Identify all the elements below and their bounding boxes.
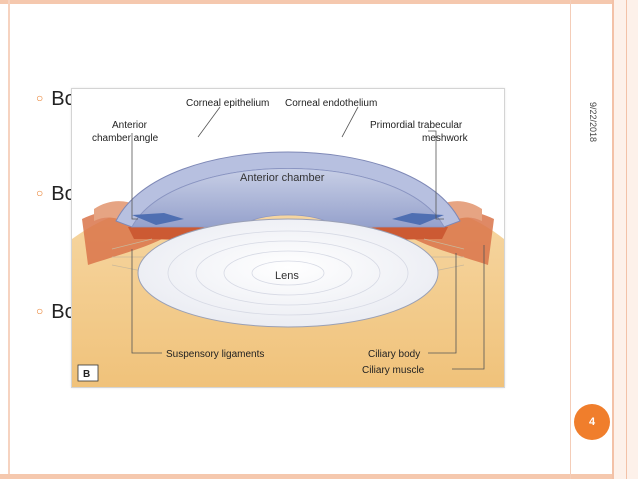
label-corneal-endothelium: Corneal endothelium bbox=[285, 98, 377, 109]
right-guide-line bbox=[570, 0, 571, 479]
label-ciliary-body: Ciliary body bbox=[368, 349, 420, 360]
label-lens: Lens bbox=[275, 270, 299, 282]
right-decor-line-inner bbox=[626, 0, 627, 479]
bullet-marker-icon: ○ bbox=[36, 186, 44, 200]
bullet-text: Bo bbox=[51, 301, 76, 323]
label-suspensory-ligaments: Suspensory ligaments bbox=[166, 349, 264, 360]
label-corneal-epithelium: Corneal epithelium bbox=[186, 98, 269, 109]
lens-rings bbox=[167, 230, 409, 316]
trabecular-meshwork-right bbox=[392, 213, 444, 225]
top-border bbox=[0, 0, 638, 4]
right-decor-line bbox=[612, 0, 614, 479]
label-ciliary-muscle: Ciliary muscle bbox=[362, 365, 425, 376]
bullet-item: ○ Bo bbox=[36, 184, 76, 206]
label-anterior-chamber-angle: Anterior bbox=[112, 120, 148, 131]
slide-date: 9/22/2018 bbox=[587, 102, 599, 163]
label-trabecular-meshwork: Primordial trabecular bbox=[370, 120, 463, 131]
bullet-text: Bo bbox=[51, 183, 76, 205]
bullet-item: ○ Bo bbox=[36, 89, 76, 111]
panel-letter-box bbox=[77, 364, 99, 382]
slide-date-text: 9/22/2018 bbox=[588, 102, 598, 143]
label-leader-lines bbox=[131, 106, 485, 370]
bullet-item: ○ Bo bbox=[36, 302, 76, 324]
panel-letter: B bbox=[83, 369, 90, 380]
bottom-border bbox=[0, 474, 638, 479]
label-trabecular-meshwork-line2: meshwork bbox=[422, 133, 469, 144]
bullet-text: Bo bbox=[51, 88, 76, 110]
trabecular-meshwork-left bbox=[132, 213, 184, 225]
bullet-marker-icon: ○ bbox=[36, 304, 44, 318]
anterior-chamber bbox=[131, 168, 445, 228]
label-anterior-chamber-angle-line2: chamber angle bbox=[92, 133, 159, 144]
label-anterior-chamber: Anterior chamber bbox=[240, 172, 325, 184]
right-decor-band bbox=[612, 0, 638, 479]
page-number-badge: 4 bbox=[574, 404, 610, 440]
lens bbox=[137, 218, 439, 328]
eye-anatomy-diagram: Corneal epithelium Corneal endothelium A… bbox=[72, 98, 504, 387]
eye-anatomy-figure: Corneal epithelium Corneal endothelium A… bbox=[71, 88, 505, 388]
left-border bbox=[8, 0, 10, 479]
bullet-marker-icon: ○ bbox=[36, 91, 44, 105]
